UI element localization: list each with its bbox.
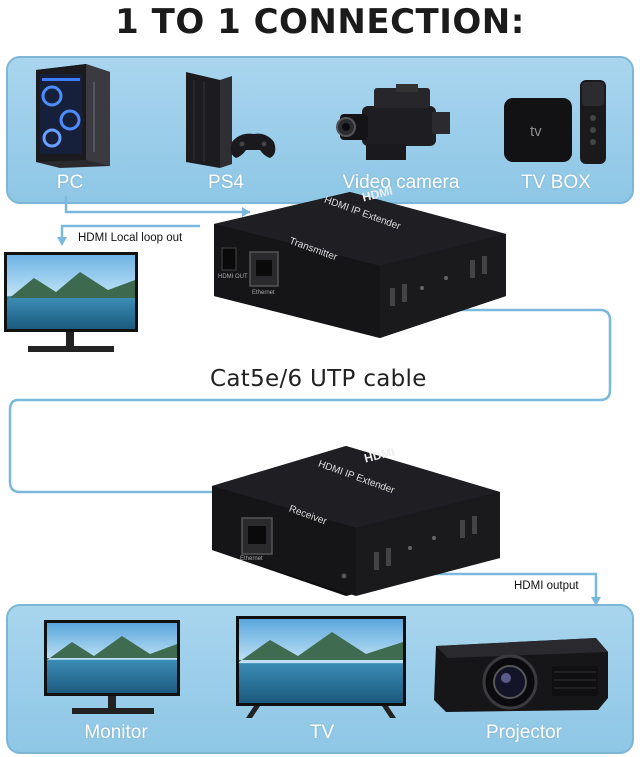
source-label-pc: PC	[56, 172, 84, 193]
receiver-port-ethernet: Ethernet	[240, 556, 263, 562]
page-title: 1 TO 1 CONNECTION:	[115, 2, 525, 42]
svg-text:tv: tv	[530, 123, 542, 140]
hdmi-output-label: HDMI output	[514, 580, 579, 592]
output-label-tv: TV	[309, 722, 335, 743]
output-label-monitor: Monitor	[84, 722, 148, 743]
ps4-console-icon	[186, 72, 276, 168]
source-label-video-camera: Video camera	[342, 172, 460, 193]
source-label-tv-box: TV BOX	[521, 172, 591, 193]
local-loop-label: HDMI Local loop out	[78, 232, 183, 244]
transmitter-port-ethernet: Ethernet	[252, 290, 275, 296]
transmitter-device	[214, 192, 506, 338]
receiver-device	[212, 446, 500, 596]
output-label-projector: Projector	[485, 722, 563, 743]
transmitter-port-hdmi-out: HDMI OUT	[218, 274, 248, 280]
projector-icon	[434, 638, 608, 712]
video-camera-icon	[336, 84, 450, 160]
loop-monitor-icon	[4, 252, 138, 352]
tv-box-icon: tv	[504, 80, 606, 164]
pc-tower-icon	[36, 64, 110, 168]
source-label-ps4: PS4	[208, 172, 244, 193]
tv-icon	[236, 616, 406, 718]
monitor-icon	[44, 620, 180, 714]
cable-label: Cat5e/6 UTP cable	[210, 366, 427, 392]
